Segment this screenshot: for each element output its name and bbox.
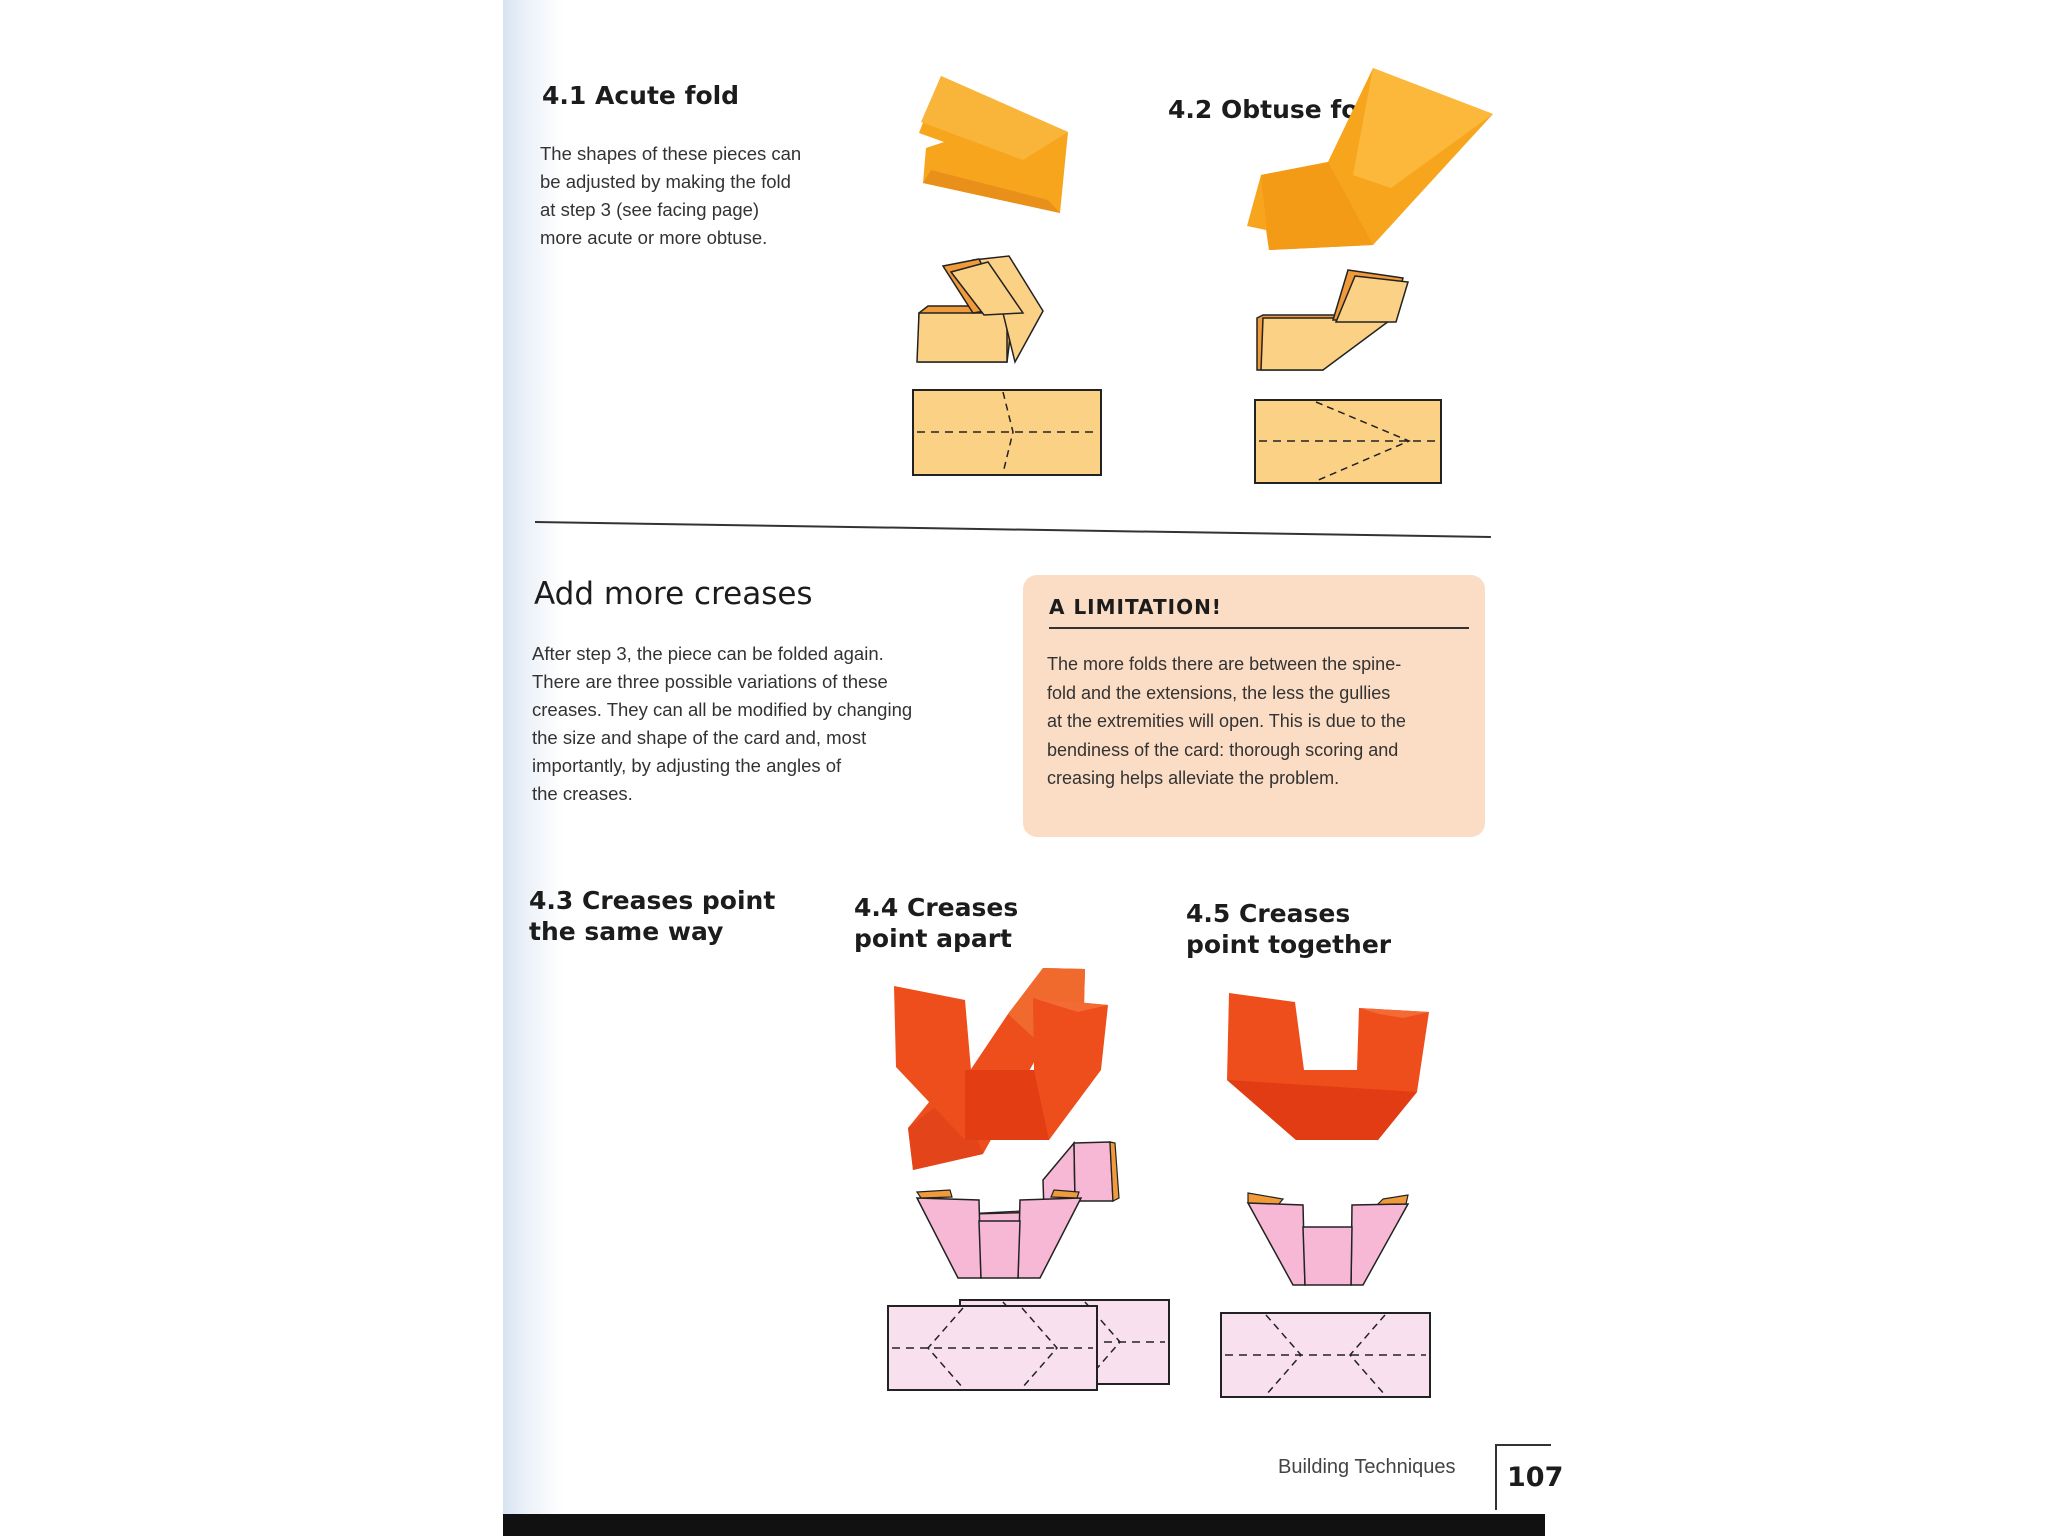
text-line: be adjusted by making the fold [540,171,791,192]
page-number: 107 [1507,1462,1564,1493]
apart-crease-pattern [887,1305,1098,1391]
obtuse-fold-model-drawing [1256,269,1409,371]
limitation-text: The more folds there are between the spi… [1047,650,1457,793]
book-page: 4.1 Acute fold The shapes of these piece… [503,0,1563,1536]
text-line: the size and shape of the card and, most [532,727,867,748]
text-line: more acute or more obtuse. [540,227,768,248]
text-line: at step 3 (see facing page) [540,199,760,220]
text-line: After step 3, the piece can be folded ag… [532,643,884,664]
together-heading: 4.5 Creases point together [1186,898,1391,960]
text-line: creasing helps alleviate the problem. [1047,768,1340,788]
limitation-title: A LIMITATION! [1049,595,1469,629]
heading-line: 4.4 Creases [854,893,1019,922]
heading-line: point together [1186,930,1392,959]
text-line: The shapes of these pieces can [540,143,802,164]
acute-fold-crease-pattern [912,389,1102,476]
chapter-footer-label: Building Techniques [1278,1456,1456,1478]
page-gutter-shadow [503,0,563,1536]
obtuse-fold-photo [1247,68,1493,250]
acute-fold-description: The shapes of these pieces can be adjust… [540,140,840,252]
apart-photo [894,986,1108,1140]
text-line: creases. They can all be modified by cha… [532,699,913,720]
text-line: fold and the extensions, the less the gu… [1047,682,1391,703]
text-line: There are three possible variations of t… [532,671,888,692]
text-line: at the extremities will open. This is du… [1047,711,1406,731]
acute-fold-model-drawing [916,255,1044,365]
heading-line: 4.3 Creases point [529,886,776,915]
apart-model-drawing [915,1189,1083,1279]
add-more-creases-description: After step 3, the piece can be folded ag… [532,640,972,808]
add-more-creases-title: Add more creases [534,576,813,612]
text-line: importantly, by adjusting the angles of [532,755,842,776]
text-line: The more folds there are between the spi… [1047,654,1402,674]
same-way-heading: 4.3 Creases point the same way [529,885,775,947]
text-line: bendiness of the card: thorough scoring … [1047,739,1399,760]
together-photo [1227,993,1429,1140]
heading-line: 4.5 Creases [1186,899,1351,928]
heading-line: the same way [529,917,724,946]
together-crease-pattern [1220,1312,1431,1398]
text-line: the creases. [532,783,633,804]
page-number-box: 107 [1495,1444,1563,1510]
together-model-drawing [1246,1192,1410,1286]
acute-fold-photo [919,76,1068,213]
page-bottom-edge [503,1514,1545,1536]
obtuse-fold-crease-pattern [1254,399,1442,484]
acute-fold-heading: 4.1 Acute fold [542,81,740,110]
apart-heading: 4.4 Creases point apart [854,892,1018,954]
limitation-callout: A LIMITATION! The more folds there are b… [1023,575,1485,837]
heading-line: point apart [854,924,1013,953]
